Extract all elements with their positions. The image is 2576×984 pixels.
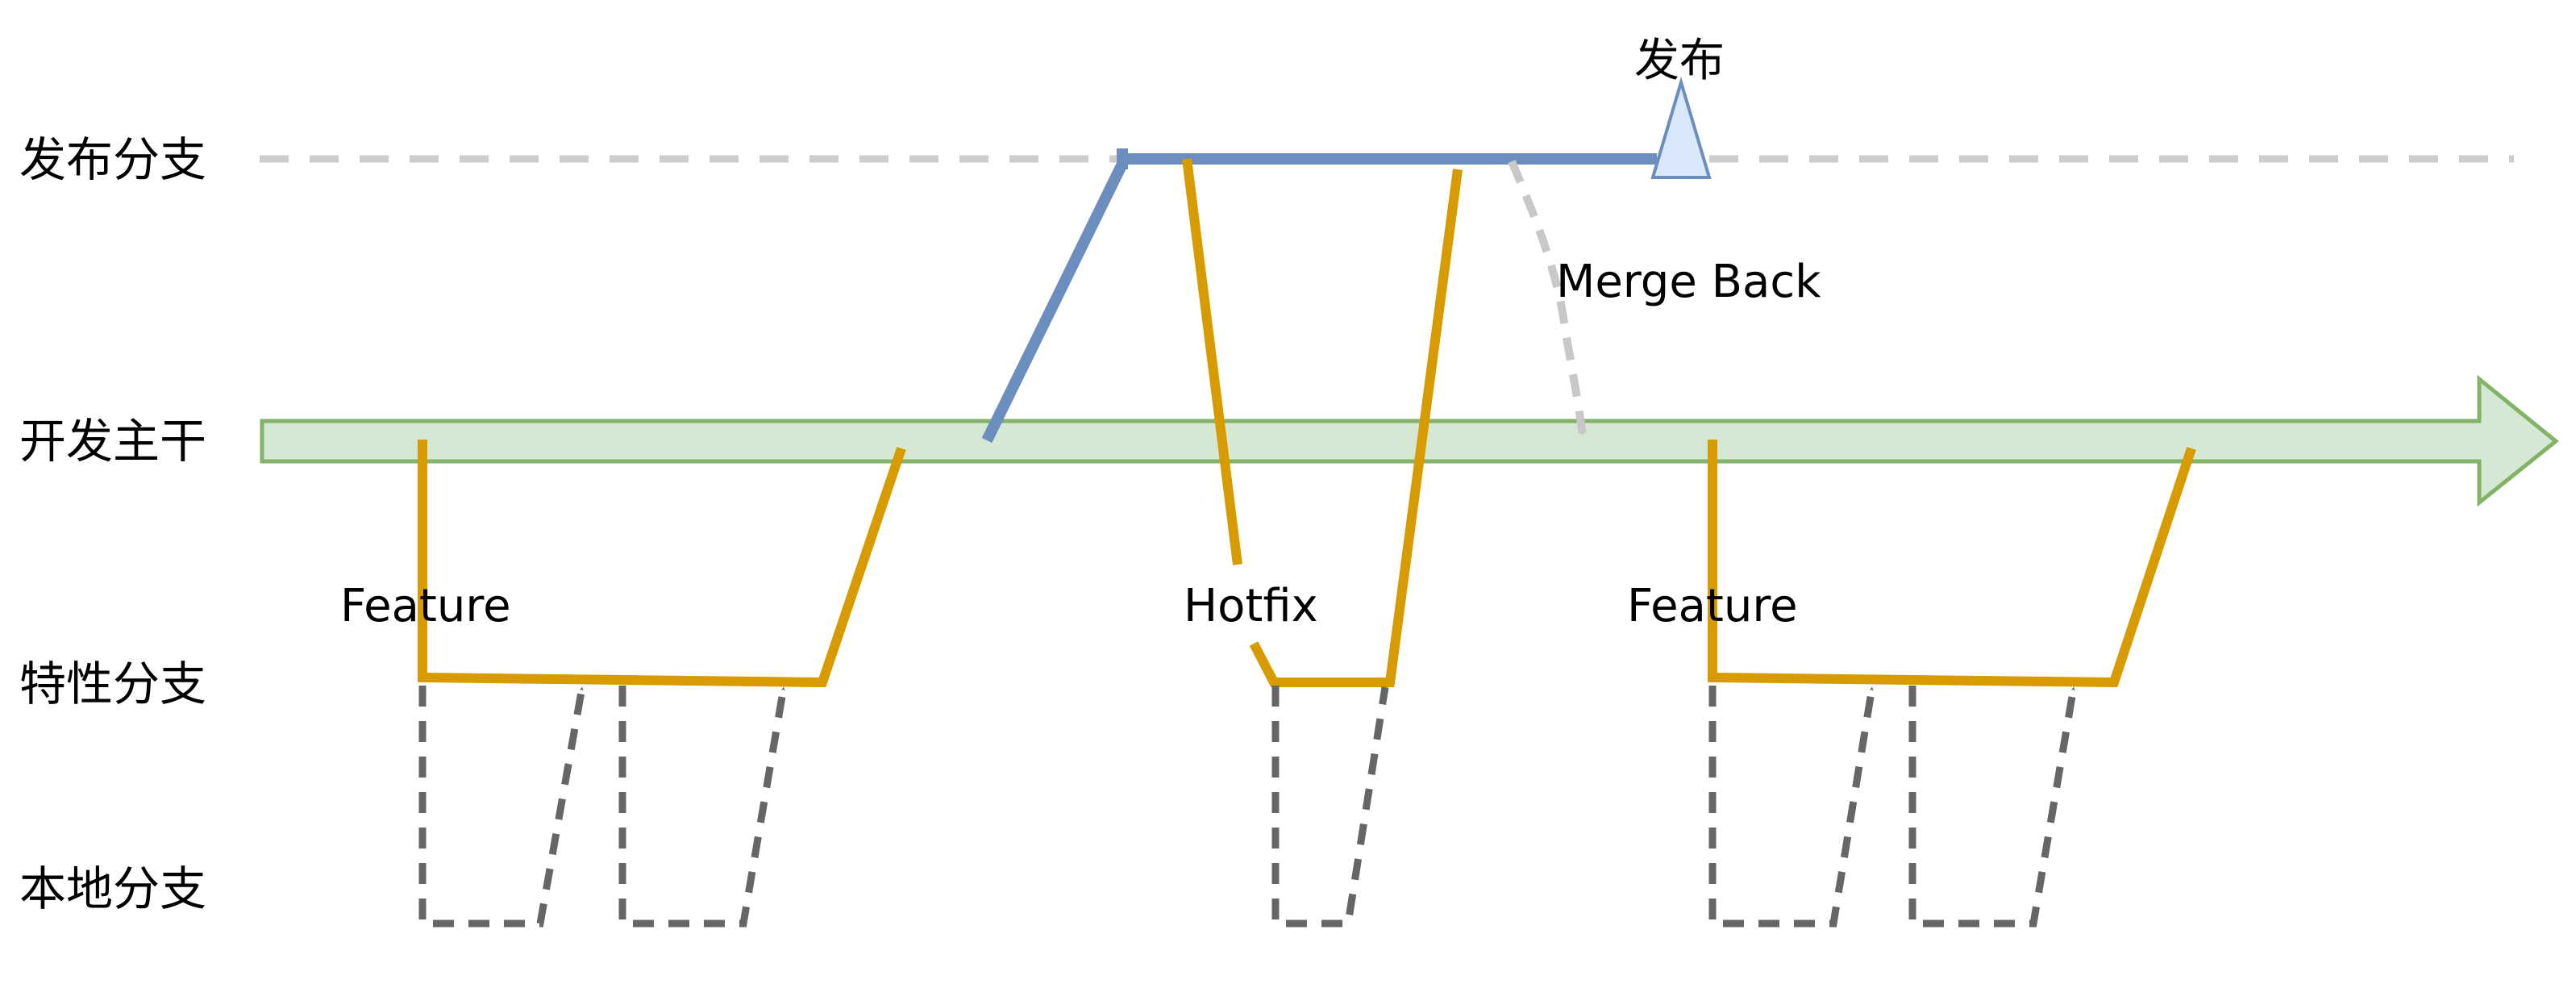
hotfix-branch-return-line: [1249, 169, 1463, 687]
local-branch-2a: [1708, 686, 1876, 928]
release-marker-icon: [1650, 76, 1712, 179]
hotfix-branch-start-line: [1182, 158, 1242, 565]
merge-back-label: Merge Back: [1556, 256, 1821, 308]
local-branch-1b: [618, 686, 788, 928]
lane-label-feature: 特性分支: [19, 657, 206, 711]
feature-branch-1-line: [418, 440, 906, 688]
local-branch-1a: [418, 686, 586, 928]
lane-label-trunk: 开发主干: [19, 414, 206, 469]
feature-branch-2-line: [1708, 440, 2196, 688]
release-marker-label: 发布: [1634, 35, 1725, 87]
feature-2-label: Feature: [1627, 580, 1798, 632]
lane-label-local: 本地分支: [19, 861, 206, 916]
local-branch-2b: [1908, 686, 2078, 928]
hotfix-label: Hotfix: [1184, 580, 1318, 632]
merge-back-arrow: [1508, 160, 1587, 436]
local-branch-hotfix: [1271, 686, 1389, 928]
lane-label-release: 发布分支: [19, 132, 206, 187]
local-branches: [418, 686, 2078, 928]
feature-1-label: Feature: [340, 580, 511, 632]
trunk-arrow: [260, 374, 2559, 507]
